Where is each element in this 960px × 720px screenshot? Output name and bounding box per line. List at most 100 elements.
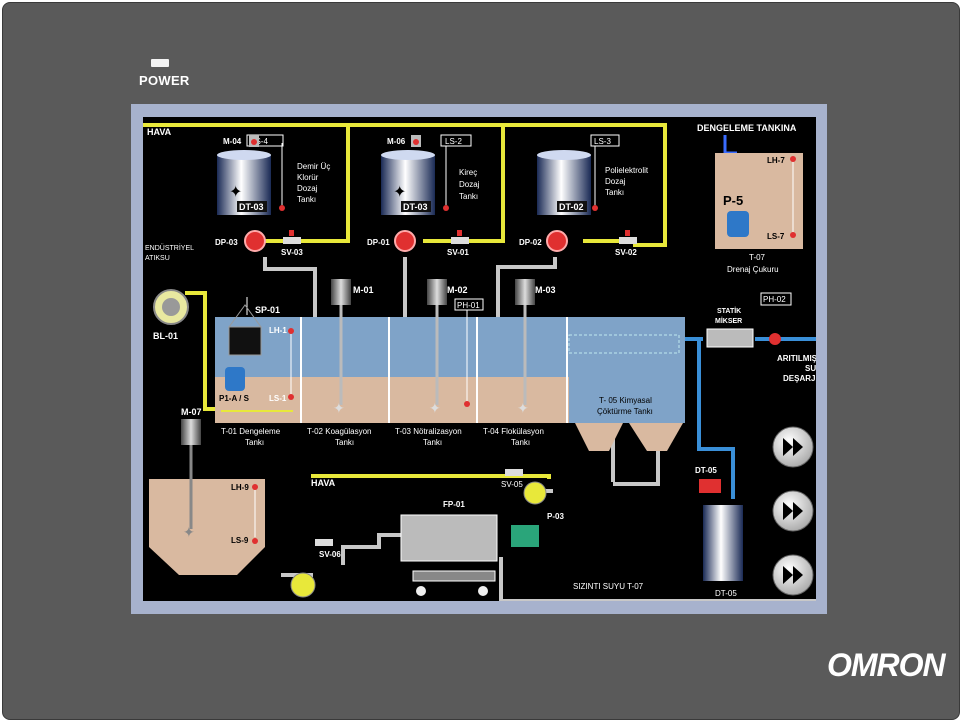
svg-text:Klorür: Klorür	[297, 173, 319, 182]
t01-high: LH-1	[269, 326, 287, 335]
svg-text:SV-02: SV-02	[615, 248, 637, 257]
sizinti-label: SIZINTI SUYU T-07	[573, 582, 644, 591]
dengeleme-tankina-label: DENGELEME TANKINA	[697, 123, 797, 133]
svg-text:M-06: M-06	[387, 137, 406, 146]
svg-text:MİKSER: MİKSER	[715, 317, 742, 325]
svg-text:SV-03: SV-03	[281, 248, 303, 257]
t02-name2: Tankı	[335, 438, 354, 447]
sludge-tank: M-07 ✦ LH-9 LS-9	[149, 407, 265, 575]
svg-text:DT-03: DT-03	[239, 202, 264, 212]
power-indicator	[151, 59, 169, 67]
svg-text:Demir Üç: Demir Üç	[297, 162, 330, 171]
t04-name: T-04 Flokülasyon	[483, 427, 544, 436]
dt05-tank-label: DT-05	[715, 589, 737, 598]
svg-text:Dozaj: Dozaj	[459, 180, 480, 189]
t04-name2: Tankı	[511, 438, 530, 447]
svg-text:LS-3: LS-3	[594, 137, 611, 146]
dengeleme-pipe	[723, 135, 737, 155]
svg-text:LH-9: LH-9	[231, 483, 249, 492]
svg-text:BL-01: BL-01	[153, 331, 178, 341]
t05-name: T- 05 Kimyasal	[599, 396, 652, 405]
blower: BL-01	[153, 289, 189, 341]
dosing-pump-icon	[394, 230, 416, 252]
air-label-bottom: HAVA	[311, 478, 336, 488]
solenoid-valve-icon	[283, 237, 301, 244]
pump-p1-icon	[225, 367, 245, 391]
drain-pit: LH-7 LS-7 P-5 T-07 Drenaj Çukuru	[715, 153, 803, 274]
svg-text:M-07: M-07	[181, 407, 202, 417]
svg-text:DT-03: DT-03	[403, 202, 428, 212]
nav-forward-button-3[interactable]	[772, 554, 814, 596]
svg-text:✦: ✦	[183, 524, 195, 540]
mixer-m02: M-02 PH-01 ✦	[427, 279, 484, 416]
svg-text:LS-4: LS-4	[251, 137, 268, 146]
endustriyel-label: ENDÜSTRİYEL	[145, 243, 194, 252]
svg-text:✦: ✦	[333, 400, 345, 416]
svg-text:Drenaj Çukuru: Drenaj Çukuru	[727, 265, 779, 274]
svg-text:DP-03: DP-03	[215, 238, 238, 247]
svg-text:LS-7: LS-7	[767, 232, 785, 241]
dosing-pump-icon	[546, 230, 568, 252]
aritilmis-2: SU	[805, 364, 816, 373]
sludge-pump-icon	[290, 572, 316, 598]
static-mixer: STATİK MİKSER	[706, 307, 754, 348]
pump-p03-icon	[523, 481, 547, 505]
svg-text:M-03: M-03	[535, 285, 556, 295]
agitator-icon: ✦	[393, 184, 406, 201]
aritilmis-3: DEŞARJI	[783, 374, 816, 383]
svg-text:✦: ✦	[429, 400, 441, 416]
svg-text:M-02: M-02	[447, 285, 468, 295]
pump-p03-label: P-03	[547, 512, 564, 521]
sv05-label: SV-05	[501, 480, 523, 489]
nav-forward-button-1[interactable]	[772, 426, 814, 468]
t03-name: T-03 Nötralizasyon	[395, 427, 462, 436]
ph-02-label: PH-02	[763, 295, 786, 304]
svg-text:M-01: M-01	[353, 285, 374, 295]
svg-text:FP-01: FP-01	[443, 500, 465, 509]
svg-text:Dozaj: Dozaj	[605, 177, 626, 186]
dt05-valve-label: DT-05	[695, 466, 717, 475]
brand-logo: OMRON	[827, 647, 946, 683]
dt05-valve-icon	[699, 479, 721, 493]
svg-text:Polielektrolit: Polielektrolit	[605, 166, 649, 175]
ph-02-sensor	[769, 333, 781, 345]
svg-text:DP-02: DP-02	[519, 238, 542, 247]
dosing-tank-2: LS-2 M-06 ✦ DT-03 Kireç Dozaj Tankı DP-0…	[367, 134, 480, 257]
dosing-tank-3: LS-3 DT-02 Polielektrolit Dozaj Tankı DP…	[519, 134, 649, 257]
hmi-screen: HAVA DENGELEME TANKINA ENDÜSTRİYEL ATIKS…	[143, 117, 816, 601]
process-diagram: HAVA DENGELEME TANKINA ENDÜSTRİYEL ATIKS…	[143, 123, 816, 601]
svg-text:LS-9: LS-9	[231, 536, 249, 545]
screen-filter: SP-01	[228, 297, 280, 356]
svg-text:DP-01: DP-01	[367, 238, 390, 247]
treated-pipes	[685, 337, 816, 499]
nav-forward-button-2[interactable]	[772, 490, 814, 532]
pump-p1-label: P1-A / S	[219, 394, 250, 403]
svg-text:✦: ✦	[517, 400, 529, 416]
svg-text:Dozaj: Dozaj	[297, 184, 318, 193]
sv05-valve	[505, 469, 523, 476]
mixer-m01: M-01 ✦	[331, 279, 374, 416]
process-tanks	[215, 317, 685, 451]
t05-name2: Çöktürme Tankı	[597, 407, 653, 416]
mixer-m03: M-03 ✦	[515, 279, 556, 416]
svg-text:SV-01: SV-01	[447, 248, 469, 257]
t01-low: LS-1	[269, 394, 287, 403]
svg-text:Tankı: Tankı	[605, 188, 624, 197]
svg-text:SP-01: SP-01	[255, 305, 280, 315]
svg-text:PH-01: PH-01	[457, 301, 480, 310]
svg-text:P-5: P-5	[723, 193, 743, 208]
dosing-pump-icon	[244, 230, 266, 252]
filter-press: FP-01	[400, 500, 539, 596]
t02-name: T-02 Koagülasyon	[307, 427, 372, 436]
drain-pump-icon	[727, 211, 749, 237]
dt05-tank	[703, 505, 743, 581]
svg-text:LS-2: LS-2	[445, 137, 462, 146]
svg-text:Tankı: Tankı	[459, 192, 478, 201]
t03-name2: Tankı	[423, 438, 442, 447]
svg-text:STATİK: STATİK	[717, 307, 741, 315]
svg-text:DT-02: DT-02	[559, 202, 584, 212]
solenoid-valve-icon	[619, 237, 637, 244]
sv06-label: SV-06	[319, 550, 341, 559]
t01-name: T-01 Dengeleme	[221, 427, 281, 436]
power-label: POWER	[139, 73, 190, 88]
